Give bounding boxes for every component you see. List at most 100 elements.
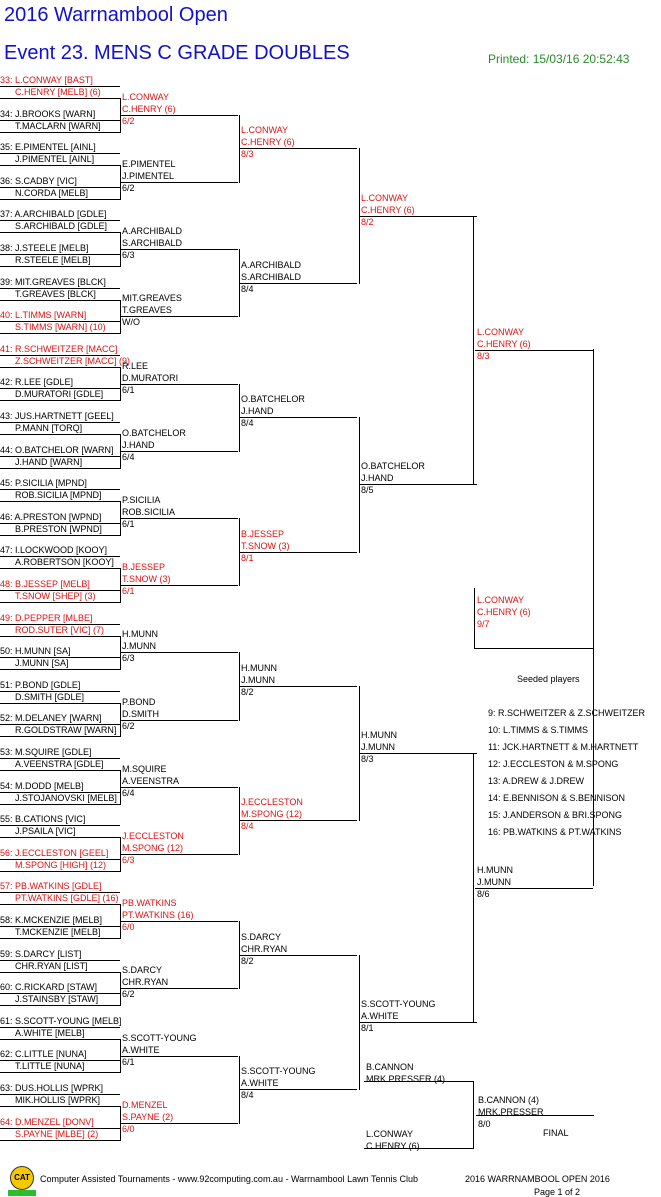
round-3-player-a: S.SCOTT-YOUNG: [361, 999, 436, 1009]
draw-position: 46: [0, 511, 11, 522]
player-b: R.STEELE [MELB]: [15, 255, 91, 265]
round-2-score: 8/2: [241, 955, 254, 966]
draw-underline: [0, 198, 120, 200]
player-b: A.VEENSTRA [GDLE]: [15, 759, 104, 769]
round-1-score: 6/4: [122, 787, 135, 798]
player-b: M.SPONG [HIGH] (12): [15, 859, 107, 870]
round-1-player-a: H.MUNN: [122, 629, 158, 640]
player-b: J.HAND [WARN]: [15, 456, 83, 467]
player-b: A.ROBERTSON [KOOY]: [15, 557, 114, 568]
round-4-player-b: C.HENRY (6): [477, 339, 531, 349]
draw-divider: [0, 254, 120, 255]
round-1-score: 6/1: [122, 384, 135, 395]
draw-underline: [0, 837, 120, 839]
final-underline: [474, 648, 594, 649]
round-2-score: 8/4: [241, 1090, 254, 1101]
round-1-line: [120, 786, 238, 788]
round-3-score: 8/1: [361, 1023, 374, 1033]
round-1-player-b: M.SPONG (12): [122, 843, 184, 853]
round-1-score: 6/3: [122, 855, 135, 865]
round-1-line: [120, 383, 238, 385]
draw-entry-58: 58: K.MCKENZIE [MELB]: [0, 915, 103, 925]
player-a: R.SCHWEITZER [MACC]: [15, 343, 118, 354]
draw-divider: [0, 1127, 120, 1129]
round-1-player-a: E.PIMENTEL: [122, 159, 176, 169]
round-1-score: 6/4: [122, 451, 135, 462]
round-2-score: 8/4: [241, 418, 254, 429]
round-1-player-a: MIT.GREAVES: [122, 293, 182, 304]
player-b: T.SNOW [SHEP] (3): [15, 591, 96, 601]
draw-position: 34: [0, 108, 11, 119]
draw-entry-33: 33: L.CONWAY [BAST]: [0, 75, 93, 85]
seeded-player-10: 10: L.TIMMS & S.TIMMS: [488, 725, 589, 735]
round-2-score: 8/1: [241, 552, 254, 563]
draw-entry-49: 49: D.PEPPER [MLBE]: [0, 612, 93, 623]
round-1-player-a: P.BOND: [122, 696, 156, 707]
draw-entry-37: 37: A.ARCHIBALD [GDLE]: [0, 209, 107, 220]
final-winner-score: 8/0: [478, 1119, 491, 1129]
draw-position: 61: [0, 1015, 11, 1026]
player-b: D.MURATORI [GDLE]: [15, 389, 104, 400]
player-b: J.STOJANOVSKI [MELB]: [15, 792, 117, 803]
draw-underline: [0, 534, 120, 536]
round-5-score: 9/7: [477, 619, 490, 629]
draw-underline: [0, 400, 120, 402]
player-b: ROD.SUTER [VIC] (7): [15, 624, 105, 635]
round-1-line: [120, 114, 238, 116]
draw-entry-39: 39: MIT.GREAVES [BLCK]: [0, 276, 106, 287]
seeded-player-15: 15: J.ANDERSON & BRI.SPONG: [488, 810, 623, 820]
draw-underline: [0, 870, 120, 872]
draw-underline: [0, 232, 120, 234]
player-b: J.MUNN [SA]: [15, 658, 69, 669]
player-a: DUS.HOLLIS [WPRK]: [15, 1083, 104, 1093]
player-a: PB.WATKINS [GDLE]: [15, 881, 102, 892]
page-number: Page 1 of 2: [534, 1187, 581, 1197]
round-1-score: 6/0: [122, 1123, 135, 1134]
seeded-player-9: 9: R.SCHWEITZER & Z.SCHWEITZER: [488, 708, 646, 718]
player-b: T.MCKENZIE [MELB]: [15, 927, 101, 937]
draw-divider: [0, 590, 120, 591]
round-3-line: [359, 1022, 477, 1023]
round-1-score: 6/1: [122, 519, 135, 529]
draw-divider: [0, 153, 120, 155]
draw-divider: [0, 1094, 120, 1095]
player-a: E.PIMENTEL [AINL]: [15, 142, 96, 153]
draw-divider: [0, 220, 120, 222]
round-2-score: 8/2: [241, 687, 254, 697]
round-2-line: [239, 954, 357, 956]
draw-entry-36: 36: S.CADBY [VIC]: [0, 175, 77, 186]
round-1-score: 6/3: [122, 653, 135, 664]
final-box-left: [474, 588, 475, 649]
draw-entry-56: 56: J.ECCLESTON [GEEL]: [0, 847, 109, 858]
player-b: J.PIMENTEL [AINL]: [15, 154, 95, 165]
draw-entry-47: 47: I.LOCKWOOD [KOOY]: [0, 545, 108, 556]
draw-entry-61: 61: S.SCOTT-YOUNG [MELB]: [0, 1015, 122, 1026]
player-b: J.PSAILA [VIC]: [15, 826, 76, 837]
player-a: L.TIMMS [WARN]: [15, 310, 87, 321]
round-2-player-b: J.HAND: [241, 406, 274, 417]
round-5-player-a: L.CONWAY: [477, 595, 525, 605]
final-bottom-player-b: C.HENRY (6): [366, 1141, 420, 1151]
final-top-player-a: B.CANNON: [366, 1062, 414, 1072]
round-4-score: 8/3: [477, 351, 490, 361]
draw-underline: [0, 1106, 120, 1107]
round-1-line: [120, 1055, 238, 1057]
round-1-player-b: PT.WATKINS (16): [122, 910, 194, 921]
draw-position: 42: [0, 377, 11, 388]
draw-entry-42: 42: R.LEE [GDLE]: [0, 377, 74, 388]
round-3-player-b: J.MUNN: [361, 742, 395, 753]
round-1-player-a: S.SCOTT-YOUNG: [122, 1032, 197, 1043]
round-1-player-a: PB.WATKINS: [122, 898, 177, 909]
round-3-player-a: H.MUNN: [361, 730, 397, 741]
draw-position: 37: [0, 209, 11, 220]
round-1-player-b: S.PAYNE (2): [122, 1111, 174, 1122]
draw-underline: [0, 299, 120, 301]
player-a: B.JESSEP [MELB]: [15, 579, 90, 589]
draw-position: 49: [0, 612, 11, 623]
round-1-score: 6/1: [122, 586, 135, 597]
draw-position: 44: [0, 444, 11, 455]
round-1-score: 6/2: [122, 115, 135, 126]
round-1-player-a: D.MENZEL: [122, 1099, 168, 1110]
player-a: J.BROOKS [WARN]: [15, 108, 96, 119]
round-1-player-b: D.SMITH: [122, 708, 159, 719]
